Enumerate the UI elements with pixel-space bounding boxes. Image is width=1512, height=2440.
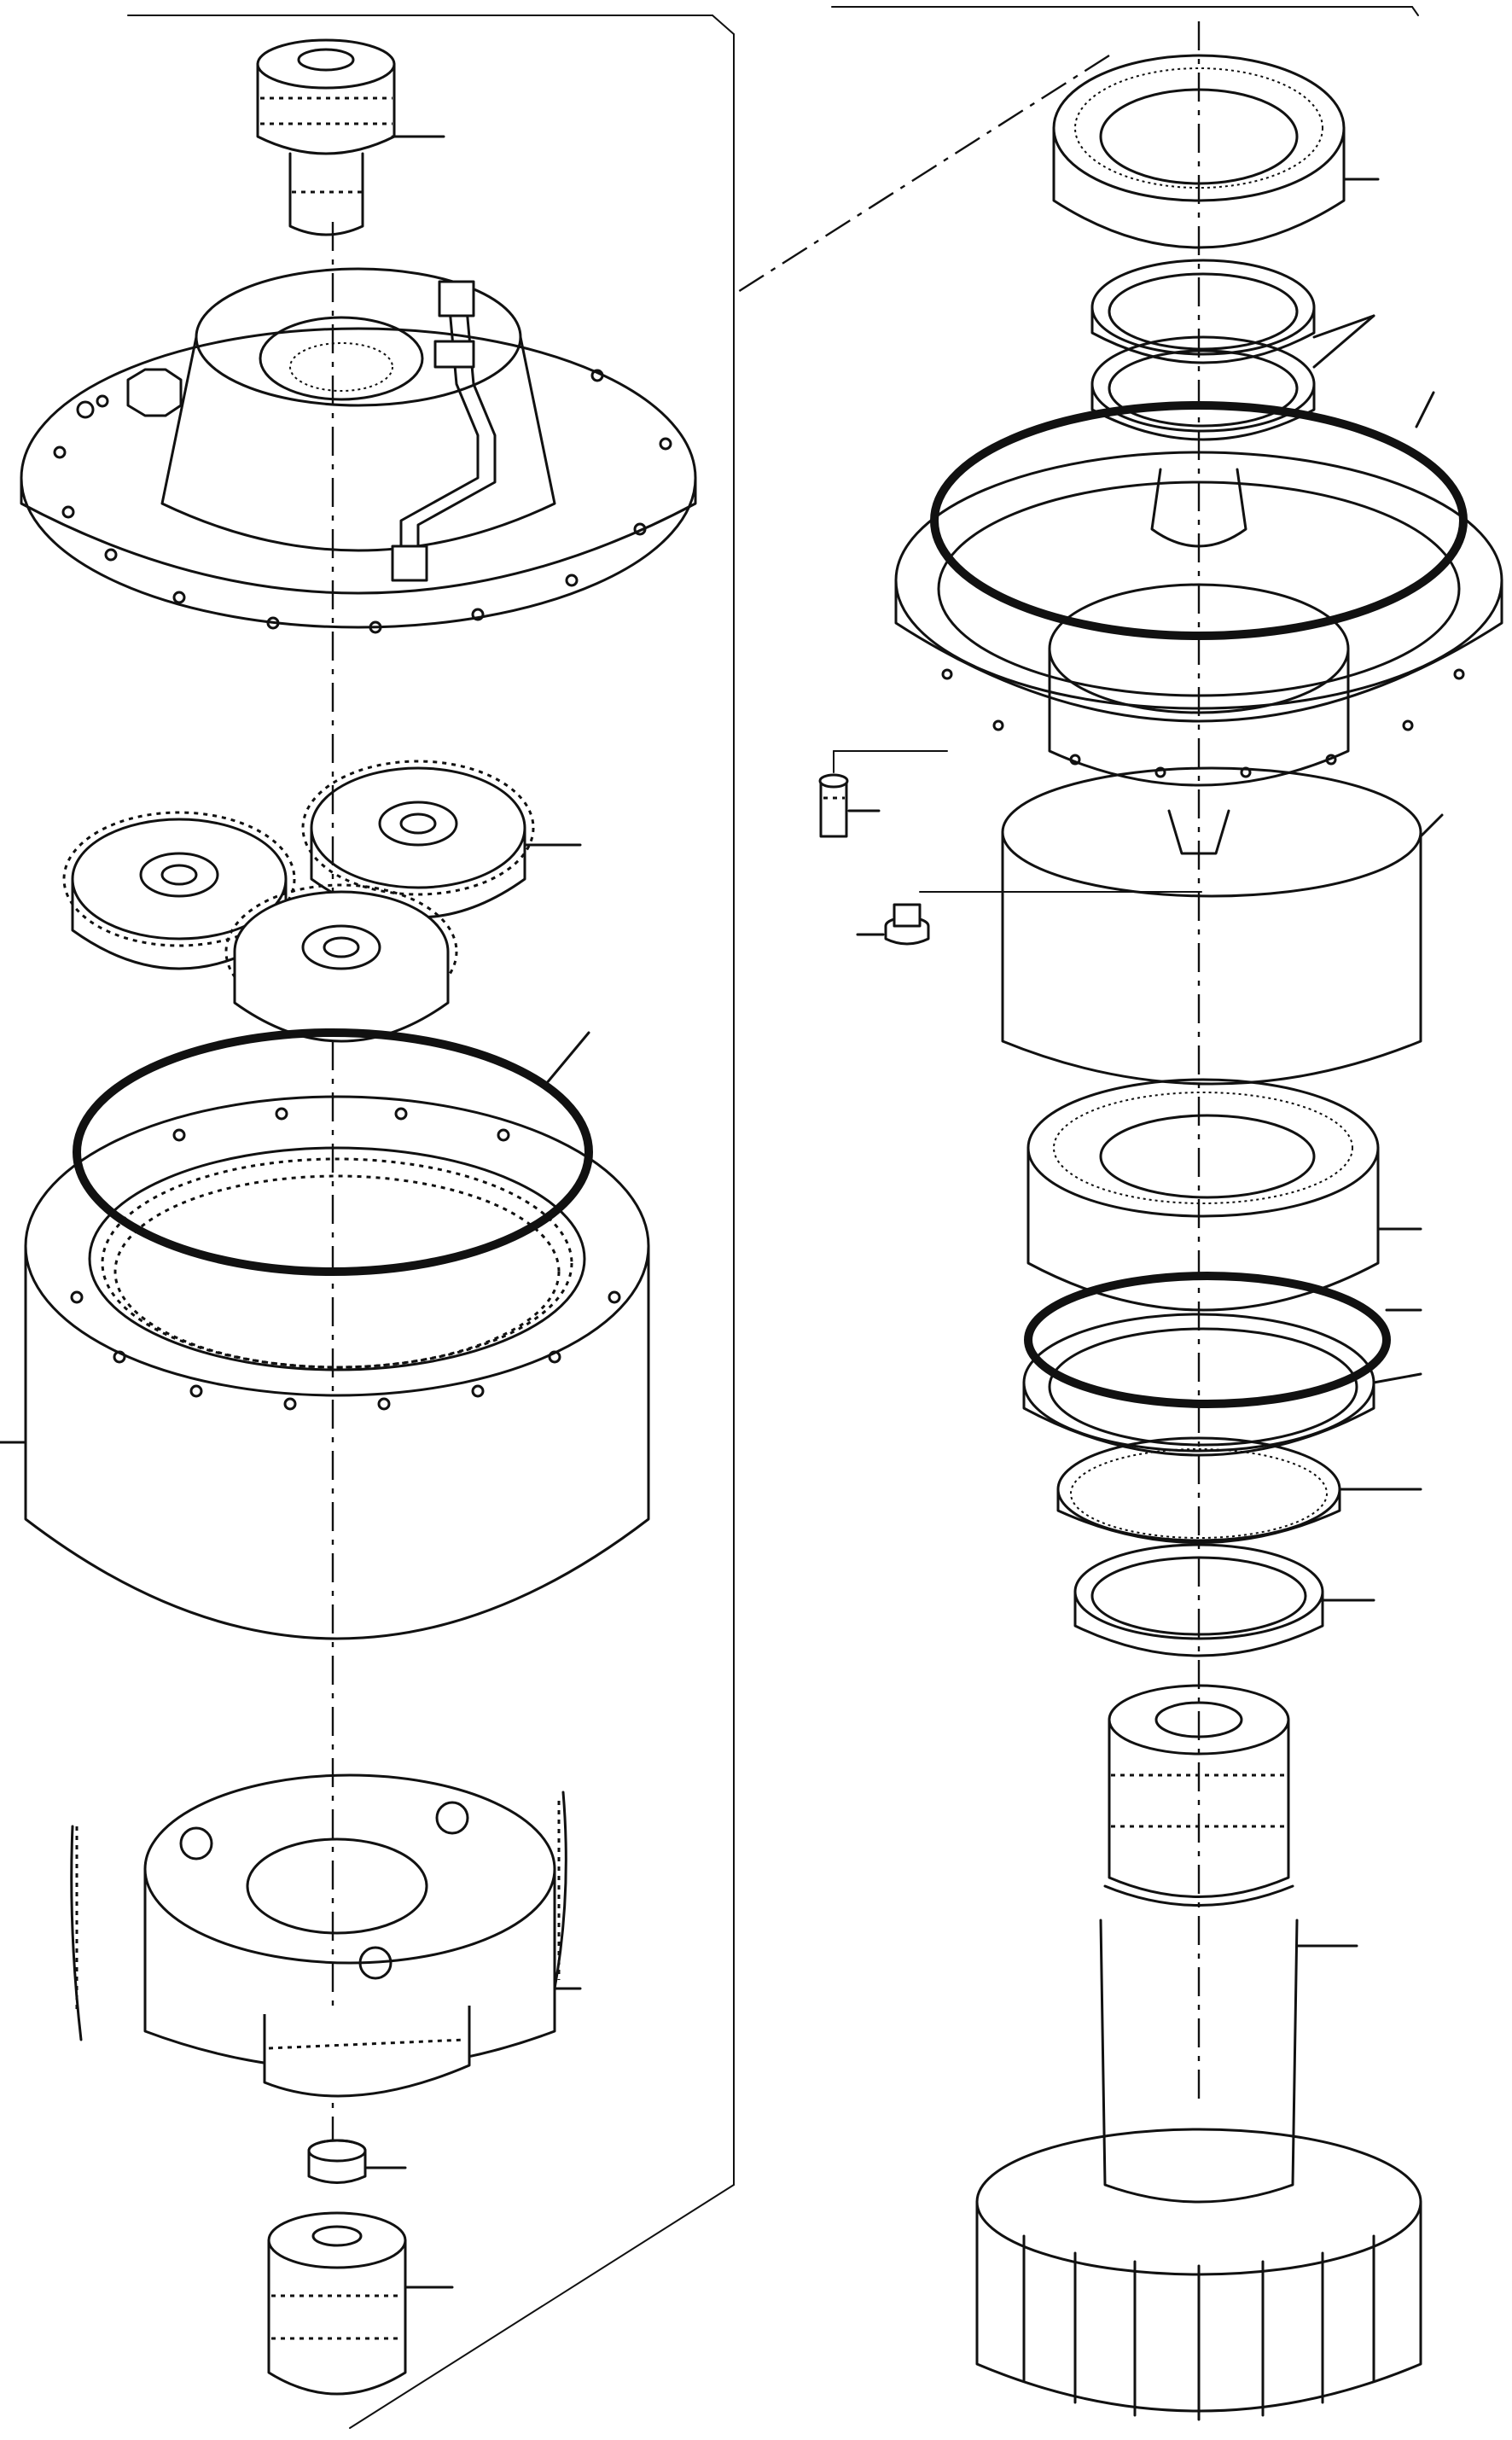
planet-gear-front bbox=[224, 883, 458, 1043]
ring-gear-o-ring bbox=[73, 1028, 593, 1276]
bearing-housing bbox=[894, 451, 1503, 787]
pinion-shaft bbox=[975, 1684, 1422, 2421]
panel-right-frame bbox=[733, 6, 1419, 296]
upper-roller-bearing bbox=[1052, 54, 1380, 249]
bearing-sleeve bbox=[1001, 766, 1444, 1086]
lower-roller-bearing bbox=[1026, 1078, 1422, 1312]
planet-gears bbox=[62, 760, 582, 1043]
lower-o-ring bbox=[1024, 1272, 1422, 1408]
oil-seal bbox=[1022, 1313, 1422, 1457]
sun-gear bbox=[267, 2211, 454, 2396]
ring-gear-housing bbox=[0, 1095, 650, 1640]
lower-bearing-race bbox=[1056, 1436, 1422, 1544]
gearbox-cover bbox=[20, 267, 697, 634]
upper-seal-rings bbox=[1090, 259, 1375, 441]
cap-screw bbox=[818, 750, 948, 838]
input-spline-gear bbox=[256, 38, 445, 236]
spacer-ring bbox=[1073, 1543, 1375, 1657]
panel-left-frame bbox=[127, 15, 735, 2429]
thrust-spacer bbox=[307, 2139, 407, 2184]
planet-carrier bbox=[70, 1773, 582, 2098]
housing-o-ring bbox=[930, 391, 1468, 640]
plug bbox=[856, 891, 1202, 946]
